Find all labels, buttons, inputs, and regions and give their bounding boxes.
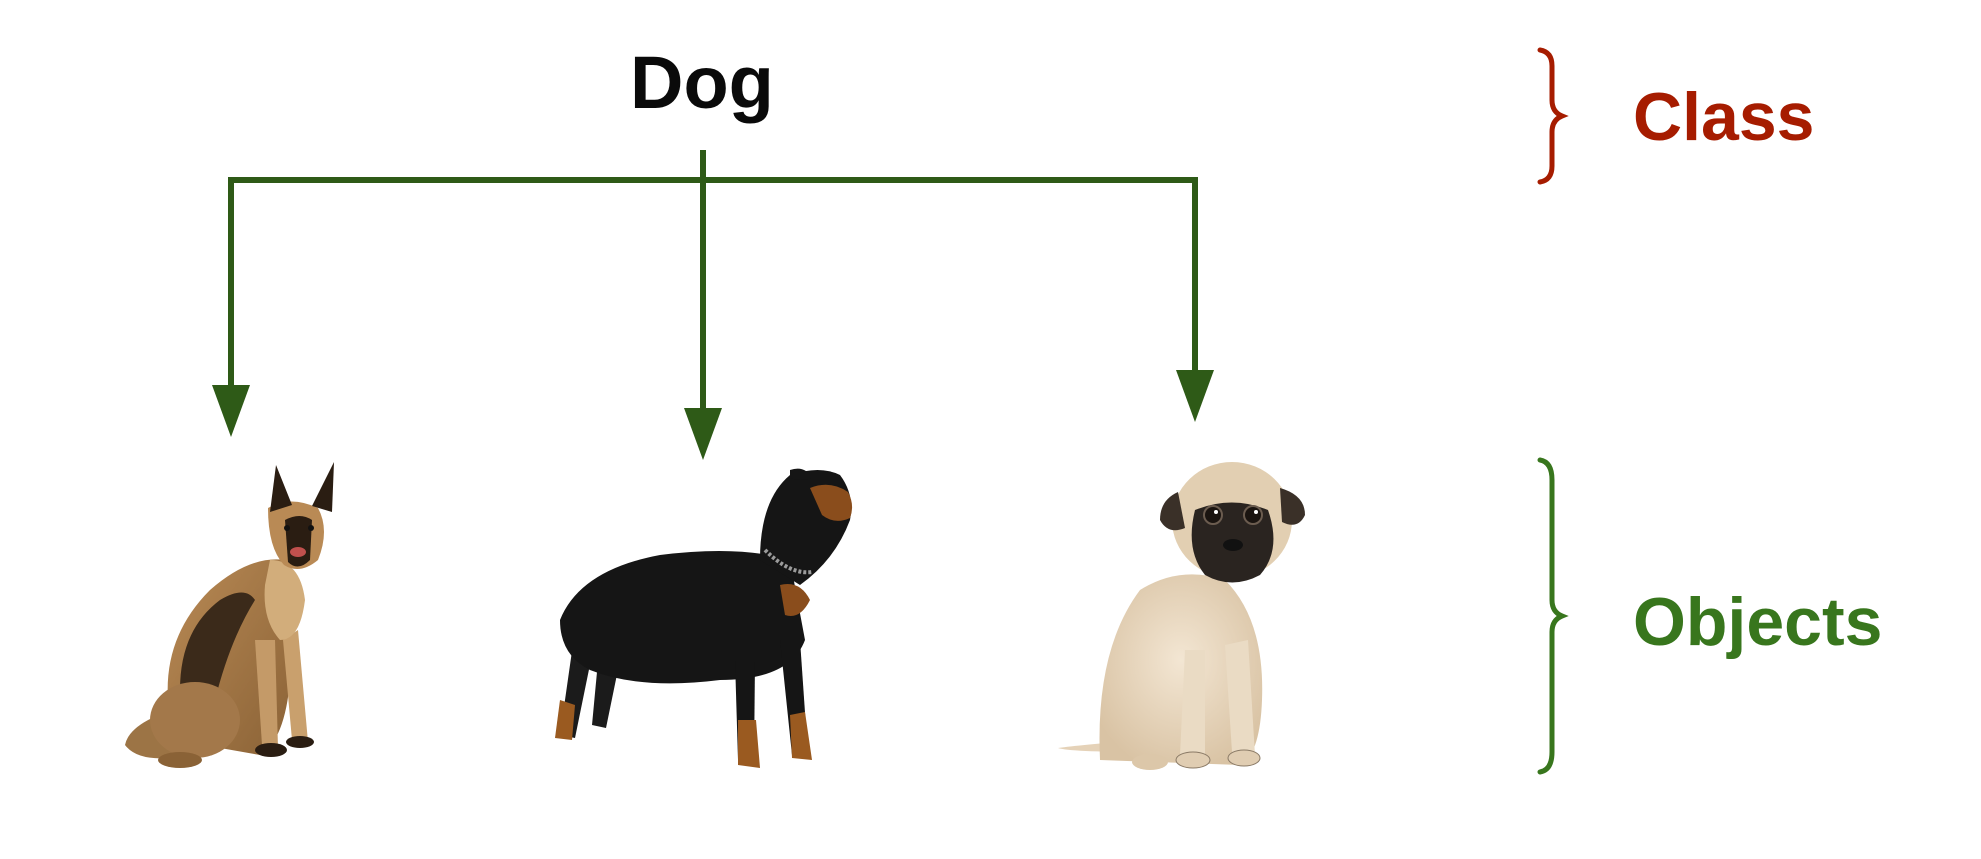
rottweiler-dog-image	[555, 468, 853, 768]
pug-puppy-image	[1058, 462, 1305, 770]
class-label: Class	[1633, 79, 1815, 155]
class-brace-icon	[1537, 47, 1569, 185]
objects-label: Objects	[1633, 584, 1883, 660]
arrowhead-left	[212, 385, 250, 437]
german-shepherd-dog-image	[125, 462, 334, 768]
class-title: Dog	[630, 41, 774, 124]
inheritance-arrows	[212, 150, 1214, 460]
arrowhead-right	[1176, 370, 1214, 422]
arrowhead-center	[684, 408, 722, 460]
objects-brace-icon	[1537, 457, 1569, 775]
